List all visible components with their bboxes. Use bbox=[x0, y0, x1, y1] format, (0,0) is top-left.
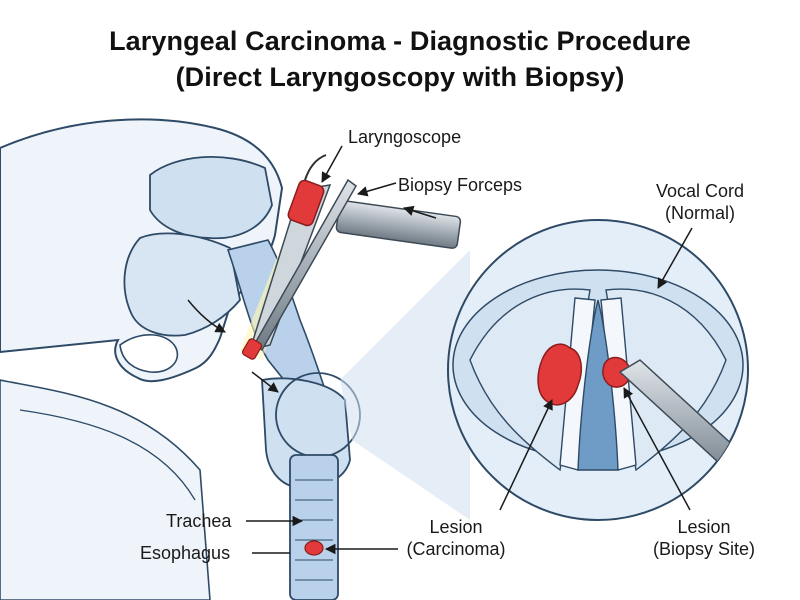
laryngoscope-light-source bbox=[287, 179, 325, 227]
airflow-arrow-lower bbox=[251, 371, 279, 393]
label-biopsy-forceps: Biopsy Forceps bbox=[398, 175, 523, 195]
trachea-lesion bbox=[304, 540, 324, 556]
zoom-wedge bbox=[340, 250, 470, 520]
laryngoscope-cable bbox=[304, 154, 327, 181]
label-trachea: Trachea bbox=[166, 511, 232, 531]
label-vocal-cord: Vocal Cord (Normal) bbox=[640, 180, 760, 224]
label-lesion-carcinoma-line-1: Lesion bbox=[429, 517, 483, 537]
laryngoscope-pointer bbox=[321, 145, 343, 183]
nasal-cavity bbox=[149, 156, 273, 240]
glottic-opening bbox=[577, 299, 619, 471]
cervical-spine bbox=[0, 379, 211, 600]
label-lesion-carcinoma: Lesion (Carcinoma) bbox=[396, 516, 516, 560]
label-laryngoscope: Laryngoscope bbox=[348, 127, 462, 147]
lesion-carcinoma bbox=[537, 343, 583, 406]
diagram-title-line-2: (Direct Laryngoscopy with Biopsy) bbox=[175, 62, 625, 92]
label-vocal-cord-line-2: (Normal) bbox=[665, 203, 735, 223]
laryngoscope-handle bbox=[335, 200, 462, 249]
forceps-pointer bbox=[356, 182, 397, 197]
label-esophagus: Esophagus bbox=[140, 543, 231, 563]
label-lesion-biopsy-site: Lesion (Biopsy Site) bbox=[632, 516, 776, 560]
airflow-arrow-upper bbox=[187, 299, 226, 333]
spine-curve bbox=[19, 409, 196, 501]
label-lesion-biopsy-line-1: Lesion bbox=[677, 517, 731, 537]
forceps-tip bbox=[241, 338, 263, 360]
ear bbox=[119, 334, 179, 373]
insertion-direction-arrow bbox=[402, 205, 437, 219]
tongue bbox=[123, 232, 241, 337]
vocal-cord-pointer bbox=[657, 227, 693, 289]
biopsy-site-pointer bbox=[623, 387, 691, 511]
carcinoma-pointer bbox=[499, 399, 553, 511]
head-profile bbox=[0, 118, 361, 600]
pointer-lines bbox=[187, 145, 693, 555]
label-lesion-carcinoma-line-2: (Carcinoma) bbox=[406, 539, 506, 559]
magnified-view bbox=[447, 219, 749, 521]
diagram-title-line-1: Laryngeal Carcinoma - Diagnostic Procedu… bbox=[109, 26, 691, 56]
forceps-shaft bbox=[252, 178, 357, 352]
laryngoscope bbox=[248, 154, 462, 352]
trachea-rings bbox=[295, 479, 333, 581]
label-lesion-biopsy-line-2: (Biopsy Site) bbox=[652, 539, 756, 559]
trachea-tube bbox=[289, 454, 339, 600]
biopsy-forceps bbox=[241, 178, 357, 360]
label-vocal-cord-line-1: Vocal Cord bbox=[655, 181, 745, 201]
